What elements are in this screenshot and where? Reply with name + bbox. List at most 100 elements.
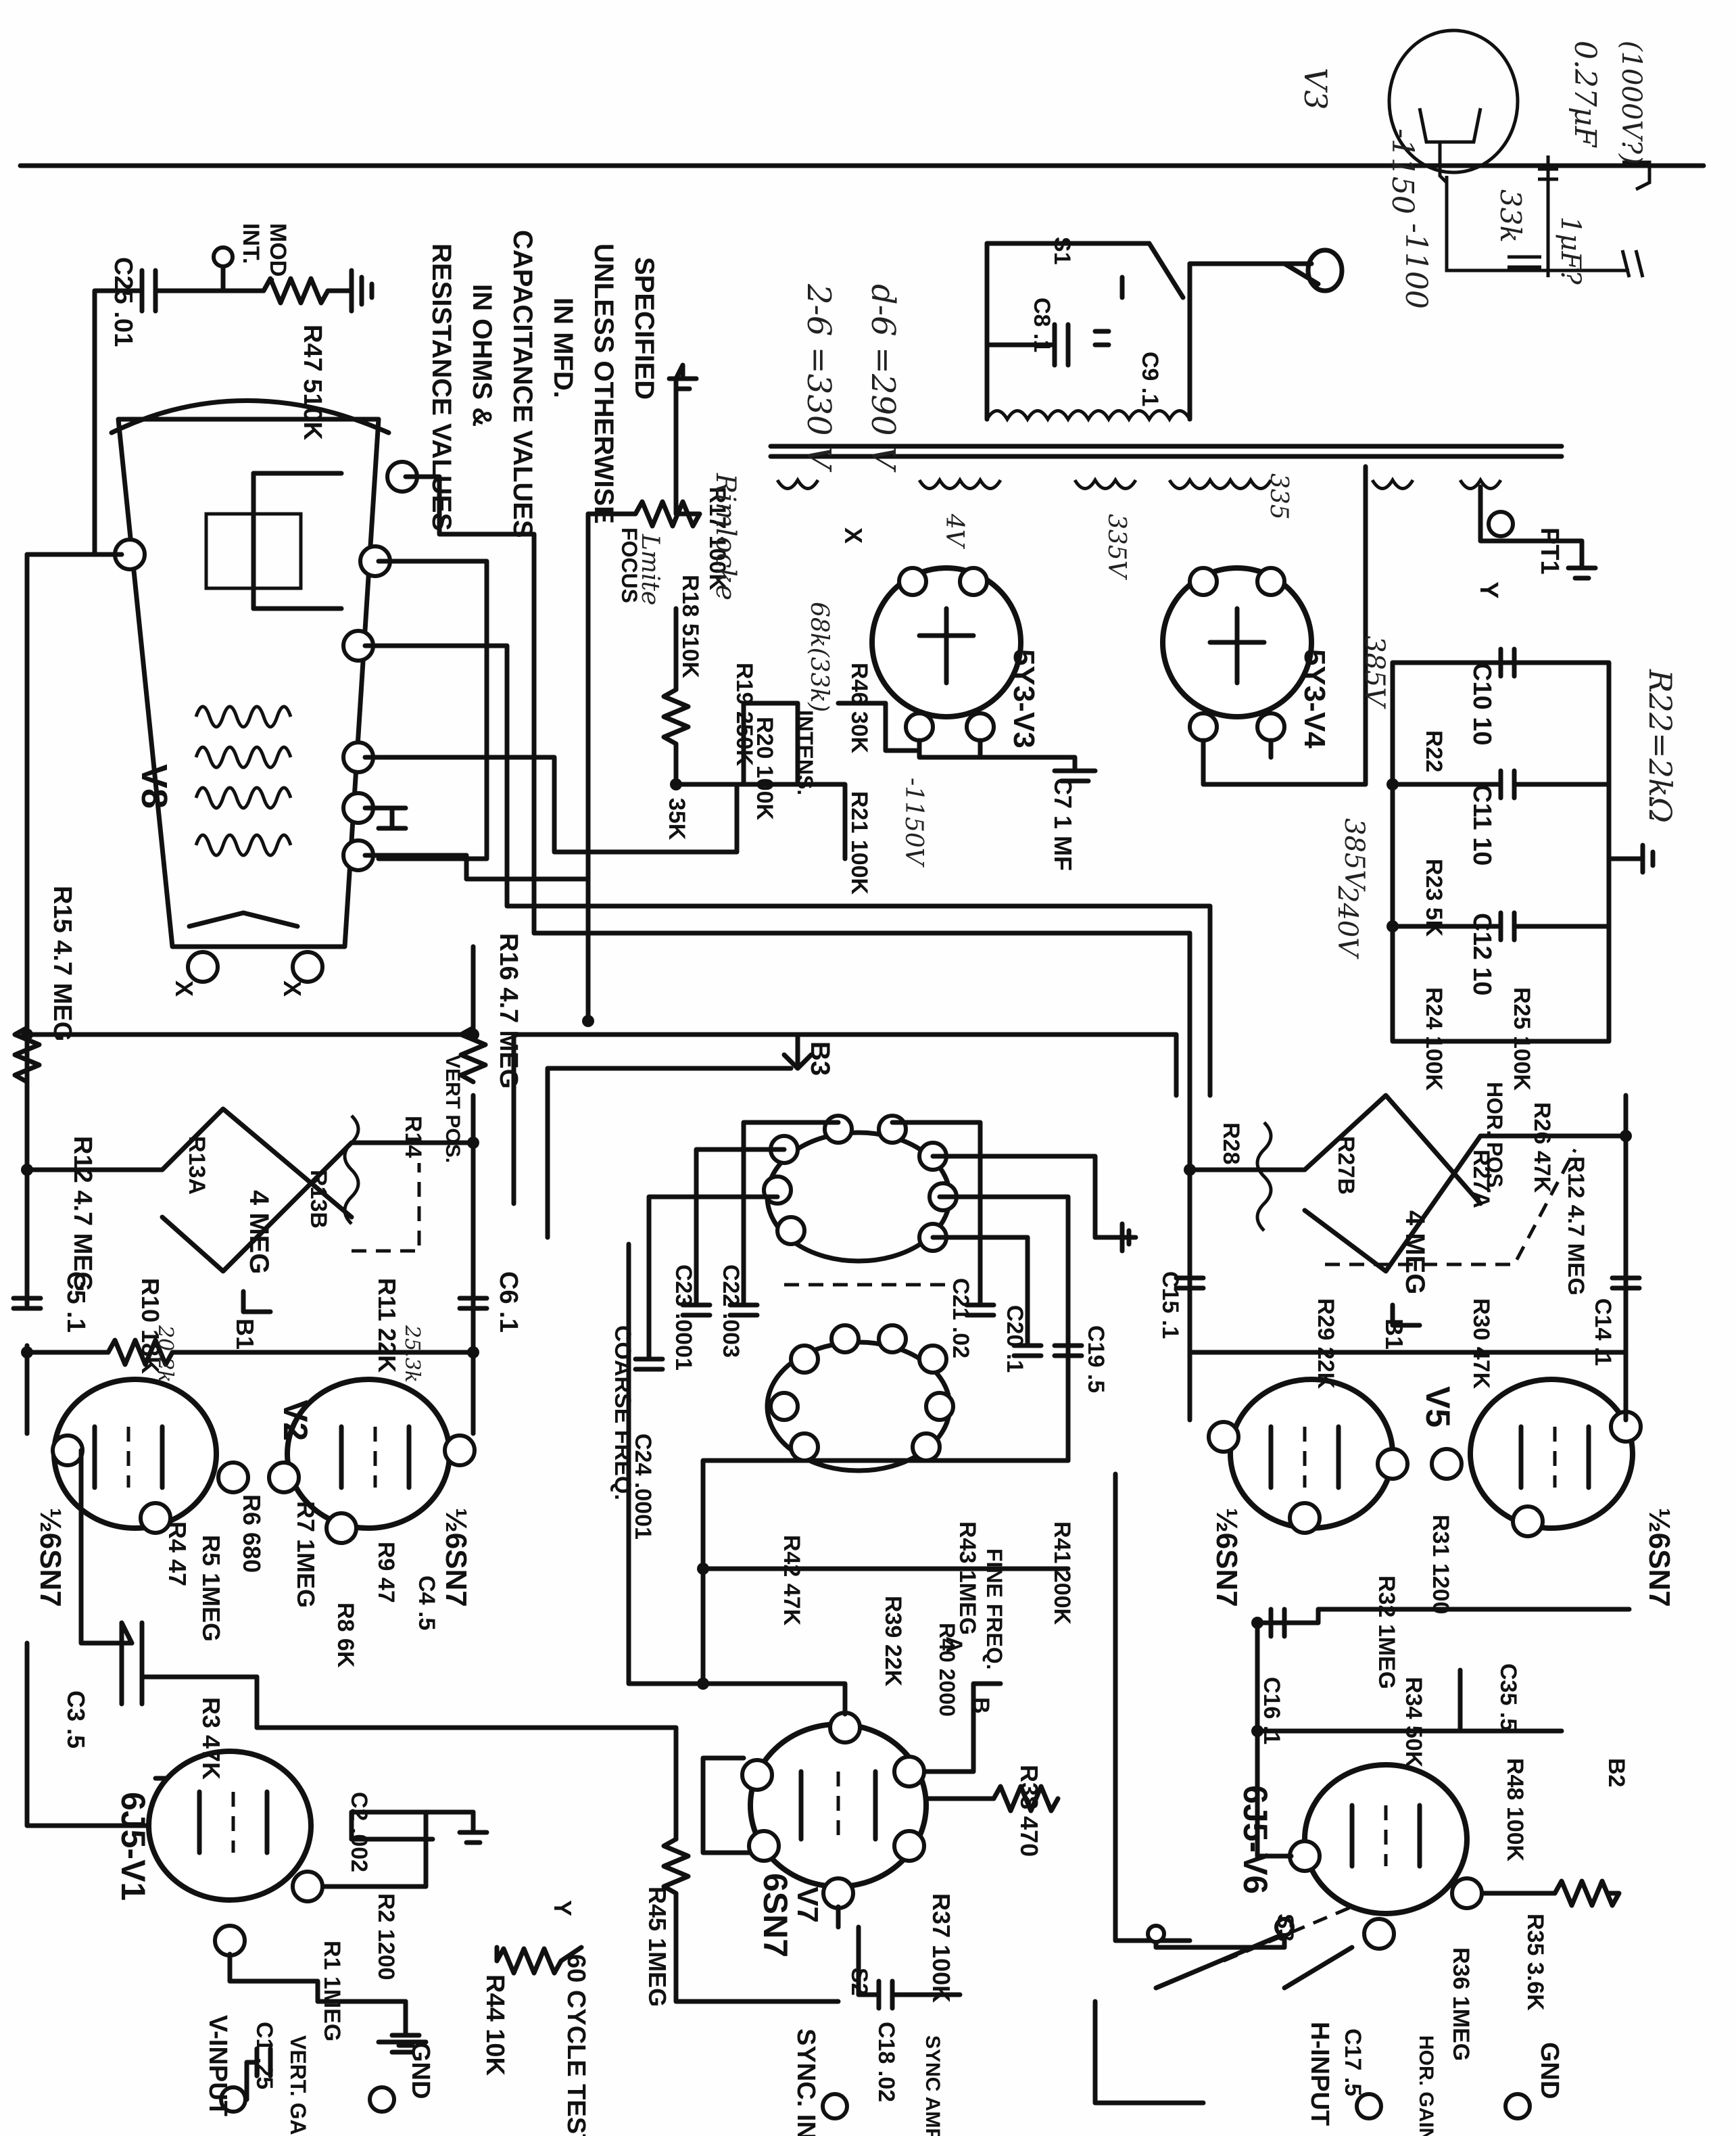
fine-freq-label: FINE FREQ. [982,1548,1007,1670]
hv-filter-network [1390,646,1656,1044]
r10-r11-line [24,1337,476,1367]
note-line-6: SPECIFIED [629,257,659,400]
s2-label: S2 [846,1968,872,1996]
note-line-5: UNLESS OTHERWISE [589,243,619,524]
r1-label: R1 1MEG [319,1941,345,2041]
r35-label: R35 3.6K [1522,1914,1548,2011]
y-terminal [1487,510,1515,538]
vert-gain-label: VERT. GAIN [286,2035,310,2136]
c19-label: C19 .5 [1083,1325,1109,1393]
c9-label: C9 .1 [1137,352,1163,406]
r2-label: R2 1200 [373,1893,399,1980]
note-line-4: IN MFD. [548,298,578,398]
r7-label: R7 1MEG [292,1501,320,1608]
r13-meg-label: 4 MEG [244,1190,274,1274]
v5-crossover [1174,1093,1642,1423]
v1-label: 6J5-V1 [114,1792,152,1901]
r30-label: R30 47K [1468,1298,1494,1390]
hand-335: 335V [1103,514,1130,581]
vert-pos-label: VERT POS. [441,1055,464,1163]
hor-pos-label: HOR. POS. [1482,1082,1507,1193]
pt1-ground [1478,484,1598,581]
focus-intensity-network [619,362,922,861]
r4-label: R4 47 [164,1521,191,1586]
hand-focus-note: Lmite [636,533,664,605]
crt-bus-3 [362,643,1213,1098]
r16-resistor [458,944,488,1085]
v2-crossover [11,1106,489,1311]
test-label: 60 CYCLE TEST [562,1954,590,2136]
s3-label: S3 [1272,1914,1298,1942]
power-transformer [768,241,1564,490]
r34-label: R34 50K [1401,1677,1426,1768]
r46-label: R46 30K [846,663,872,754]
v6-label: 6J5-V6 [1236,1785,1274,1894]
hor-gain-label: HOR. GAIN [1415,2035,1437,2136]
c1-label: C1 .25 [251,2022,277,2089]
c4-label: C4 .5 [414,1575,439,1630]
r3-label: R3 47K [197,1697,225,1780]
s1-label: S1 [1049,237,1075,265]
line-plug [1305,247,1345,293]
c23-label: C23 .0001 [671,1264,696,1371]
c2-label: C2 .002 [346,1792,372,1872]
c35-label: C35 .5 [1495,1663,1521,1731]
r45-label: R45 1MEG [644,1886,671,2007]
v5-tubes [1207,1377,1643,1538]
r22-label: R22 [1421,730,1447,772]
r15-label: R15 4.7 MEG [48,886,76,1041]
r32-label: R32 1MEG [1374,1575,1399,1689]
r27b-label: R27B [1333,1136,1359,1195]
hand-385b: 385V [1339,818,1370,892]
v2-left-label: ½6SN7 [34,1508,67,1607]
v3-label: 5Y3-V3 [1007,649,1040,749]
v7-circuit [700,1458,1071,2011]
hand-v3-cap2: 1μF? [1555,216,1586,285]
b1-label: B1 [1380,1319,1408,1350]
r24-label: R24 100K [1421,987,1447,1091]
r31-label: R31 1200 [1428,1515,1453,1614]
b-switch-label: B [968,1697,994,1714]
a-switch-label: A [941,1636,967,1653]
gnd-terminal-2 [1503,2092,1532,2120]
hand-r10-note: 20.2k [153,1325,177,1383]
hand-r18-note: Rimlocke [710,473,741,600]
y-label: Y [1474,582,1503,598]
h-input-label: H-INPUT [1305,2022,1334,2126]
r41-label: R41 200K [1049,1521,1075,1625]
r44-test-resistor [494,1945,584,1976]
r27-meg-label: 4 MEG [1400,1210,1430,1294]
focus-label: FOCUS [617,527,642,603]
b1-tap [241,1289,273,1314]
crt-v8 [109,398,419,984]
c5-label: C5 .1 [62,1271,90,1333]
c10-label: C10 10 [1468,663,1496,746]
c18-label: C18 .02 [873,2022,899,2102]
hand-v3-volt2: -1100 [1399,223,1433,309]
intens-label: INTENS. [793,710,817,795]
note-line-1: RESISTANCE VALUES [427,243,456,531]
v1-circuit [24,1350,679,2048]
crt-bus-2 [403,474,1192,1098]
c25-label: C25 .01 [109,257,137,347]
r35k-label: 35K [664,798,690,840]
y-test-label: Y [549,1900,577,1916]
b2-label: B2 [1604,1758,1629,1787]
b1-label-left: B1 [231,1319,259,1350]
sync-amp-label: SYNC AMP [921,2035,944,2136]
junction-dots [21,778,1632,1737]
coarse-freq-label: COARSE FREQ. [610,1325,635,1500]
v1-input-ground [376,2039,429,2055]
pt1-label: PT1 [1535,527,1564,575]
r18-label: R18 510K [677,575,703,679]
c22-label: C22 .003 [718,1264,744,1358]
c7-label: C7 1 MF [1049,778,1077,871]
r26-meg-label: R12 4.7 MEG [1563,1156,1589,1296]
r21-label: R21 100K [846,791,872,895]
hand-4v: 4V [940,513,968,550]
rotary-switch-assembly [626,1114,1125,1686]
r37-label: R37 100K [927,1893,955,2003]
c17-label: C17 .5 [1340,2028,1366,2096]
crt-label: V8 [134,764,174,809]
v5-label: V5 [1419,1386,1457,1427]
